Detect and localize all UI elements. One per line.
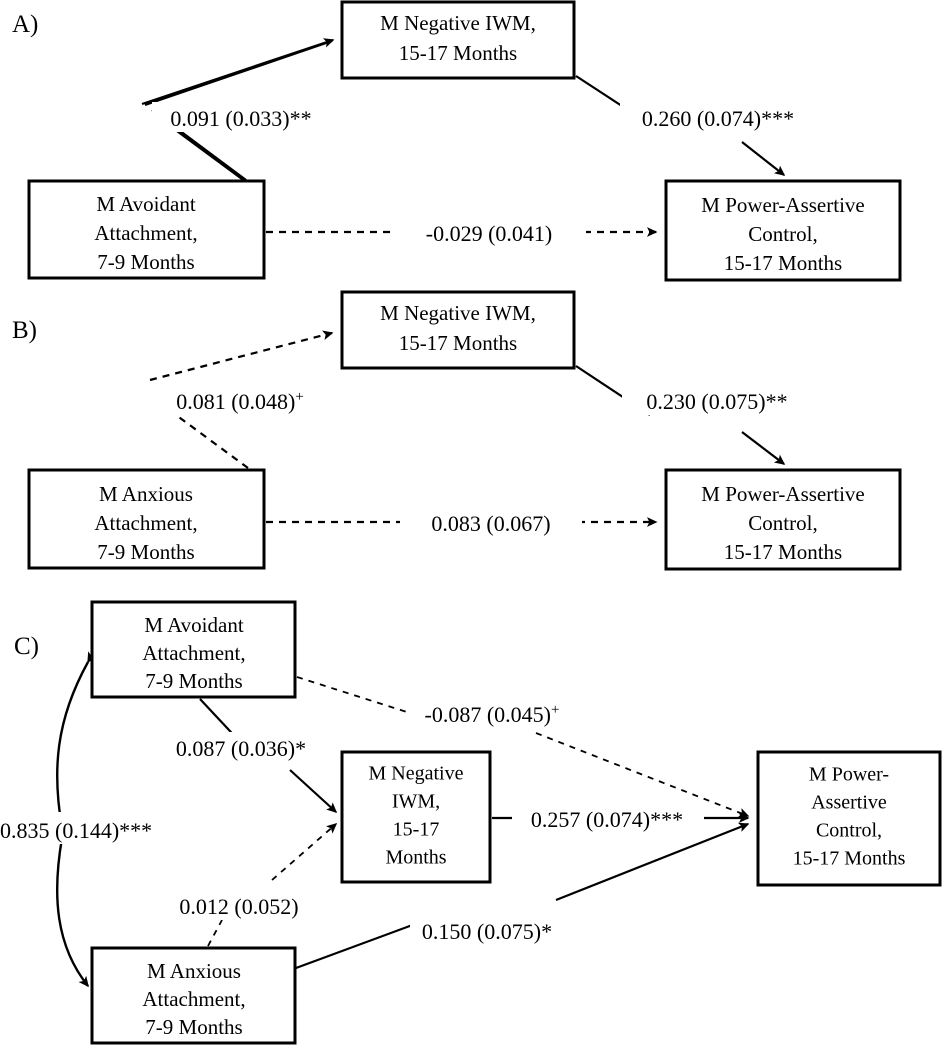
panel-c: C) M Avoidant Attachment, <box>0 600 942 1045</box>
panel-b-a-path-label: 0.081 (0.048) <box>176 389 295 414</box>
panel-c-negative-iwm-rect <box>340 750 492 884</box>
panel-b-b-label-bg <box>622 385 812 415</box>
panel-c-anxious-control-seg2 <box>555 822 750 902</box>
panel-c-negative-iwm-line4: Months <box>385 847 446 869</box>
panel-b-control-line1: M Power-Assertive <box>701 482 864 506</box>
panel-c-avoidant-control-sup: + <box>551 702 559 718</box>
panel-a-c-label-bg <box>392 218 586 248</box>
panel-c-control-line1: M Power- <box>809 764 889 786</box>
panel-c-covariance-lower <box>55 837 89 988</box>
panel-c-avoidant-iwm-arrow <box>289 769 338 814</box>
panel-c-control-line4: 15-17 Months <box>793 848 906 870</box>
panel-b-anxious-rect <box>27 468 266 570</box>
panel-c-anxious-iwm-label: 0.012 (0.052) <box>179 894 298 919</box>
panel-b-b-path-arrow <box>741 431 786 465</box>
panel-c-avoidant-control-label: -0.087 (0.045) <box>425 702 551 727</box>
panel-c-anxious-line2: Attachment, <box>142 987 245 1011</box>
panel-c-avoidant-control-label-group: -0.087 (0.045)+ <box>425 702 560 727</box>
panel-c-control-line2: Assertive <box>811 792 887 814</box>
panel-a-c-path-label: -0.029 (0.041) <box>426 221 552 246</box>
panel-c-letter: C) <box>14 633 39 660</box>
panel-a-negative-iwm-line1: M Negative IWM, <box>380 11 536 35</box>
panel-c-negative-iwm-line1: M Negative <box>369 763 464 785</box>
panel-c-anxious-control-label-bg <box>410 916 565 946</box>
panel-a: A) M Negative IWM, 15-17 Months M Avoida… <box>12 0 902 282</box>
panel-a-b-path-label: 0.260 (0.074)*** <box>642 106 794 131</box>
panel-c-avoidant-rect <box>90 600 297 699</box>
panel-c-avoidant-control-label-bg <box>406 698 588 728</box>
panel-a-letter: A) <box>12 11 38 38</box>
panel-b-box-power-assertive-control: M Power-Assertive Control, 15-17 Months <box>664 468 902 571</box>
panel-b-negative-iwm-rect <box>340 290 576 370</box>
panel-b-negative-iwm-line2: 15-17 Months <box>399 331 517 355</box>
panel-a-avoidant-line3: 7-9 Months <box>97 250 194 274</box>
panel-c-iwm-control-label-bg <box>512 804 704 834</box>
panel-c-anxious-line1: M Anxious <box>147 959 241 983</box>
panel-b-control-rect <box>664 468 902 571</box>
panel-b-a-path-tail <box>171 411 249 469</box>
panel-b: B) M Negative IWM, 15-17 Months M Anxiou… <box>12 290 902 571</box>
panel-b-c-label-bg <box>400 508 582 538</box>
panel-b-negative-iwm-line1: M Negative IWM, <box>380 301 536 325</box>
panel-b-anxious-line2: Attachment, <box>94 511 197 535</box>
panel-a-negative-iwm-rect <box>340 0 576 80</box>
panel-b-c-path-label: 0.083 (0.067) <box>431 511 550 536</box>
panel-c-anxious-control-label: 0.150 (0.075)* <box>422 919 552 944</box>
panel-b-anxious-line3: 7-9 Months <box>97 540 194 564</box>
panel-a-b-path-arrow <box>741 141 786 176</box>
panel-c-avoidant-iwm-label: 0.087 (0.036)* <box>176 736 306 761</box>
panel-c-avoidant-line1: M Avoidant <box>144 613 244 637</box>
panel-c-box-anxious-attachment: M Anxious Attachment, 7-9 Months <box>90 946 297 1045</box>
panel-c-avoidant-line2: Attachment, <box>142 641 245 665</box>
panel-b-a-path-sup: + <box>295 389 303 405</box>
panel-c-avoidant-control-seg1 <box>296 676 411 714</box>
panel-b-a-path-arrow <box>149 330 334 382</box>
panel-a-a-path-label: 0.091 (0.033)** <box>170 106 311 131</box>
panel-c-anxious-iwm-arrow <box>271 823 338 881</box>
panel-c-avoidant-iwm-label-bg <box>152 732 332 762</box>
panel-c-control-rect <box>756 750 942 887</box>
panel-c-iwm-control-label: 0.257 (0.074)*** <box>531 807 683 832</box>
panel-b-control-line3: 15-17 Months <box>724 540 842 564</box>
panel-b-box-negative-iwm: M Negative IWM, 15-17 Months <box>340 290 576 370</box>
panel-c-covariance-upper <box>55 651 97 829</box>
panel-a-box-power-assertive-control: M Power-Assertive Control, 15-17 Months <box>664 179 902 282</box>
panel-c-avoidant-control-seg2 <box>535 732 750 818</box>
panel-b-box-anxious-attachment: M Anxious Attachment, 7-9 Months <box>27 468 266 570</box>
panel-b-a-label-bg <box>158 385 333 415</box>
panel-b-anxious-line1: M Anxious <box>99 482 193 506</box>
panel-a-control-line3: 15-17 Months <box>724 251 842 275</box>
panel-c-control-line3: Control, <box>816 820 882 842</box>
panel-b-control-line2: Control, <box>748 511 817 535</box>
panel-c-anxious-line3: 7-9 Months <box>145 1015 242 1039</box>
panel-a-avoidant-rect <box>27 179 266 280</box>
panel-a-b-label-bg <box>620 102 816 132</box>
panel-c-anxious-iwm-label-bg <box>150 890 330 920</box>
panel-a-control-line2: Control, <box>748 222 817 246</box>
panel-c-cov-label-bg <box>0 812 182 844</box>
panel-c-box-negative-iwm: M Negative IWM, 15-17 Months <box>340 750 492 884</box>
panel-c-box-avoidant-attachment: M Avoidant Attachment, 7-9 Months <box>90 600 297 699</box>
panel-c-anxious-iwm-tail <box>207 919 223 947</box>
panel-c-box-power-assertive-control: M Power- Assertive Control, 15-17 Months <box>756 750 942 887</box>
panel-a-a-label-bg <box>152 102 330 132</box>
panel-a-control-rect <box>664 179 902 282</box>
panel-a-a-path-arrow <box>141 38 335 106</box>
panel-c-anxious-rect <box>90 946 297 1045</box>
panel-a-avoidant-line1: M Avoidant <box>96 192 196 216</box>
panel-c-covariance-label: 0.835 (0.144)*** <box>0 818 152 843</box>
panel-c-negative-iwm-line3: 15-17 <box>393 819 440 841</box>
panel-a-avoidant-line2: Attachment, <box>94 221 197 245</box>
panel-c-anxious-control-seg1 <box>295 918 427 970</box>
panel-a-box-negative-iwm: M Negative IWM, 15-17 Months <box>340 0 576 80</box>
panel-b-letter: B) <box>12 317 37 344</box>
panel-b-a-path-label-group: 0.081 (0.048)+ <box>176 389 304 414</box>
panel-a-control-line1: M Power-Assertive <box>701 193 864 217</box>
panel-c-avoidant-line3: 7-9 Months <box>145 669 242 693</box>
panel-c-negative-iwm-line2: IWM, <box>392 791 440 813</box>
panel-b-b-path-label: 0.230 (0.075)** <box>646 389 787 414</box>
panel-a-box-avoidant-attachment: M Avoidant Attachment, 7-9 Months <box>27 179 266 280</box>
panel-a-negative-iwm-line2: 15-17 Months <box>399 41 517 65</box>
